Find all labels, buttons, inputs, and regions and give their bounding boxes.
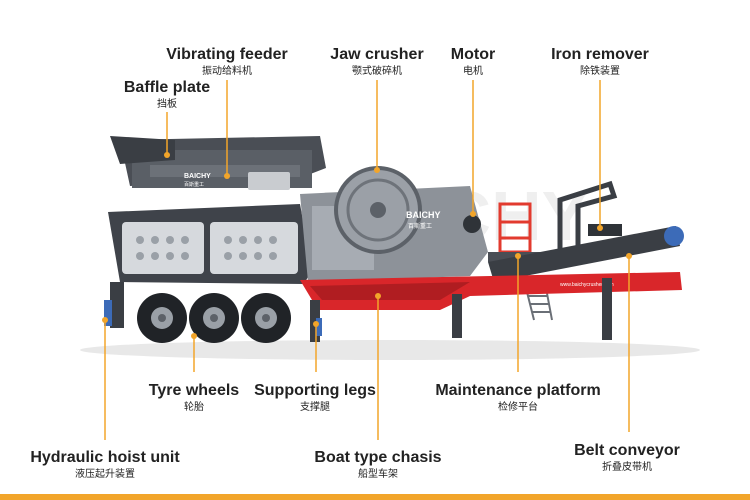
label-belt-conveyor-en: Belt conveyor — [574, 442, 680, 459]
label-vibrating-feeder-zh: 振动给料机 — [202, 66, 252, 77]
jaw-crusher-body: BAICHY 百斯重工 — [300, 166, 488, 282]
label-belt-conveyor-zh: 折叠皮带机 — [602, 462, 652, 473]
label-belt-conveyor: Belt conveyor 折叠皮带机 — [562, 442, 692, 474]
label-iron-remover-en: Iron remover — [551, 46, 649, 63]
crusher-brand-cn: 百斯重工 — [408, 222, 432, 230]
boat-chassis: www.baichycrusher.com — [300, 272, 682, 310]
vibrating-feeder-body: BAICHY 百斯重工 — [110, 136, 326, 190]
supporting-legs-group — [110, 278, 612, 342]
label-jaw-crusher-zh: 颚式破碎机 — [352, 66, 402, 77]
label-tyre-wheels: Tyre wheels 轮胎 — [137, 382, 251, 414]
label-motor-en: Motor — [450, 46, 496, 63]
label-maintenance-platform: Maintenance platform 检修平台 — [428, 382, 608, 414]
iron-remover-frame — [557, 180, 618, 256]
bottom-accent-bar — [0, 494, 750, 500]
label-motor-zh: 电机 — [463, 66, 483, 77]
label-maintenance-platform-zh: 检修平台 — [498, 402, 538, 413]
label-hydraulic-hoist-unit-zh: 液压起升装置 — [75, 469, 135, 480]
label-boat-type-chasis-en: Boat type chasis — [314, 449, 442, 466]
leader-dots — [102, 152, 632, 339]
machine-body — [108, 204, 312, 284]
label-iron-remover-zh: 除铁装置 — [580, 66, 620, 77]
feeder-brand-cn: 百斯重工 — [184, 181, 204, 188]
label-tyre-wheels-en: Tyre wheels — [148, 382, 240, 399]
belt-conveyor-drum — [664, 226, 684, 246]
label-vibrating-feeder: Vibrating feeder 振动给料机 — [157, 46, 297, 78]
label-tyre-wheels-zh: 轮胎 — [184, 402, 204, 413]
crusher-brand: BAICHY — [406, 210, 441, 220]
label-jaw-crusher: Jaw crusher 颚式破碎机 — [317, 46, 437, 78]
chassis-website: www.baichycrusher.com — [560, 282, 614, 288]
label-boat-type-chasis-zh: 船型车架 — [358, 469, 398, 480]
label-jaw-crusher-en: Jaw crusher — [330, 46, 424, 63]
leader-lines — [104, 80, 630, 440]
label-supporting-legs: Supporting legs 支撑腿 — [248, 382, 382, 414]
hoist-cylinder — [104, 300, 322, 336]
belt-conveyor-body — [488, 226, 680, 282]
tyre-wheel — [241, 293, 291, 343]
feeder-brand: BAICHY — [184, 173, 211, 180]
label-supporting-legs-zh: 支撑腿 — [300, 402, 330, 413]
label-boat-type-chasis: Boat type chasis 船型车架 — [307, 449, 449, 481]
label-maintenance-platform-en: Maintenance platform — [435, 382, 601, 399]
label-baffle-plate-zh: 挡板 — [157, 99, 177, 110]
label-baffle-plate-en: Baffle plate — [123, 79, 211, 96]
label-hydraulic-hoist-unit: Hydraulic hoist unit 液压起升装置 — [21, 449, 189, 481]
label-iron-remover: Iron remover 除铁装置 — [545, 46, 655, 78]
iron-remover-magnet — [588, 224, 622, 236]
tyre-wheel — [189, 293, 239, 343]
tyre-wheel — [137, 293, 187, 343]
label-hydraulic-hoist-unit-en: Hydraulic hoist unit — [30, 449, 180, 466]
label-supporting-legs-en: Supporting legs — [254, 382, 376, 399]
label-baffle-plate: Baffle plate 挡板 — [117, 79, 217, 111]
label-vibrating-feeder-en: Vibrating feeder — [166, 46, 288, 63]
ground-shadow — [80, 340, 700, 360]
label-motor: Motor 电机 — [443, 46, 503, 78]
